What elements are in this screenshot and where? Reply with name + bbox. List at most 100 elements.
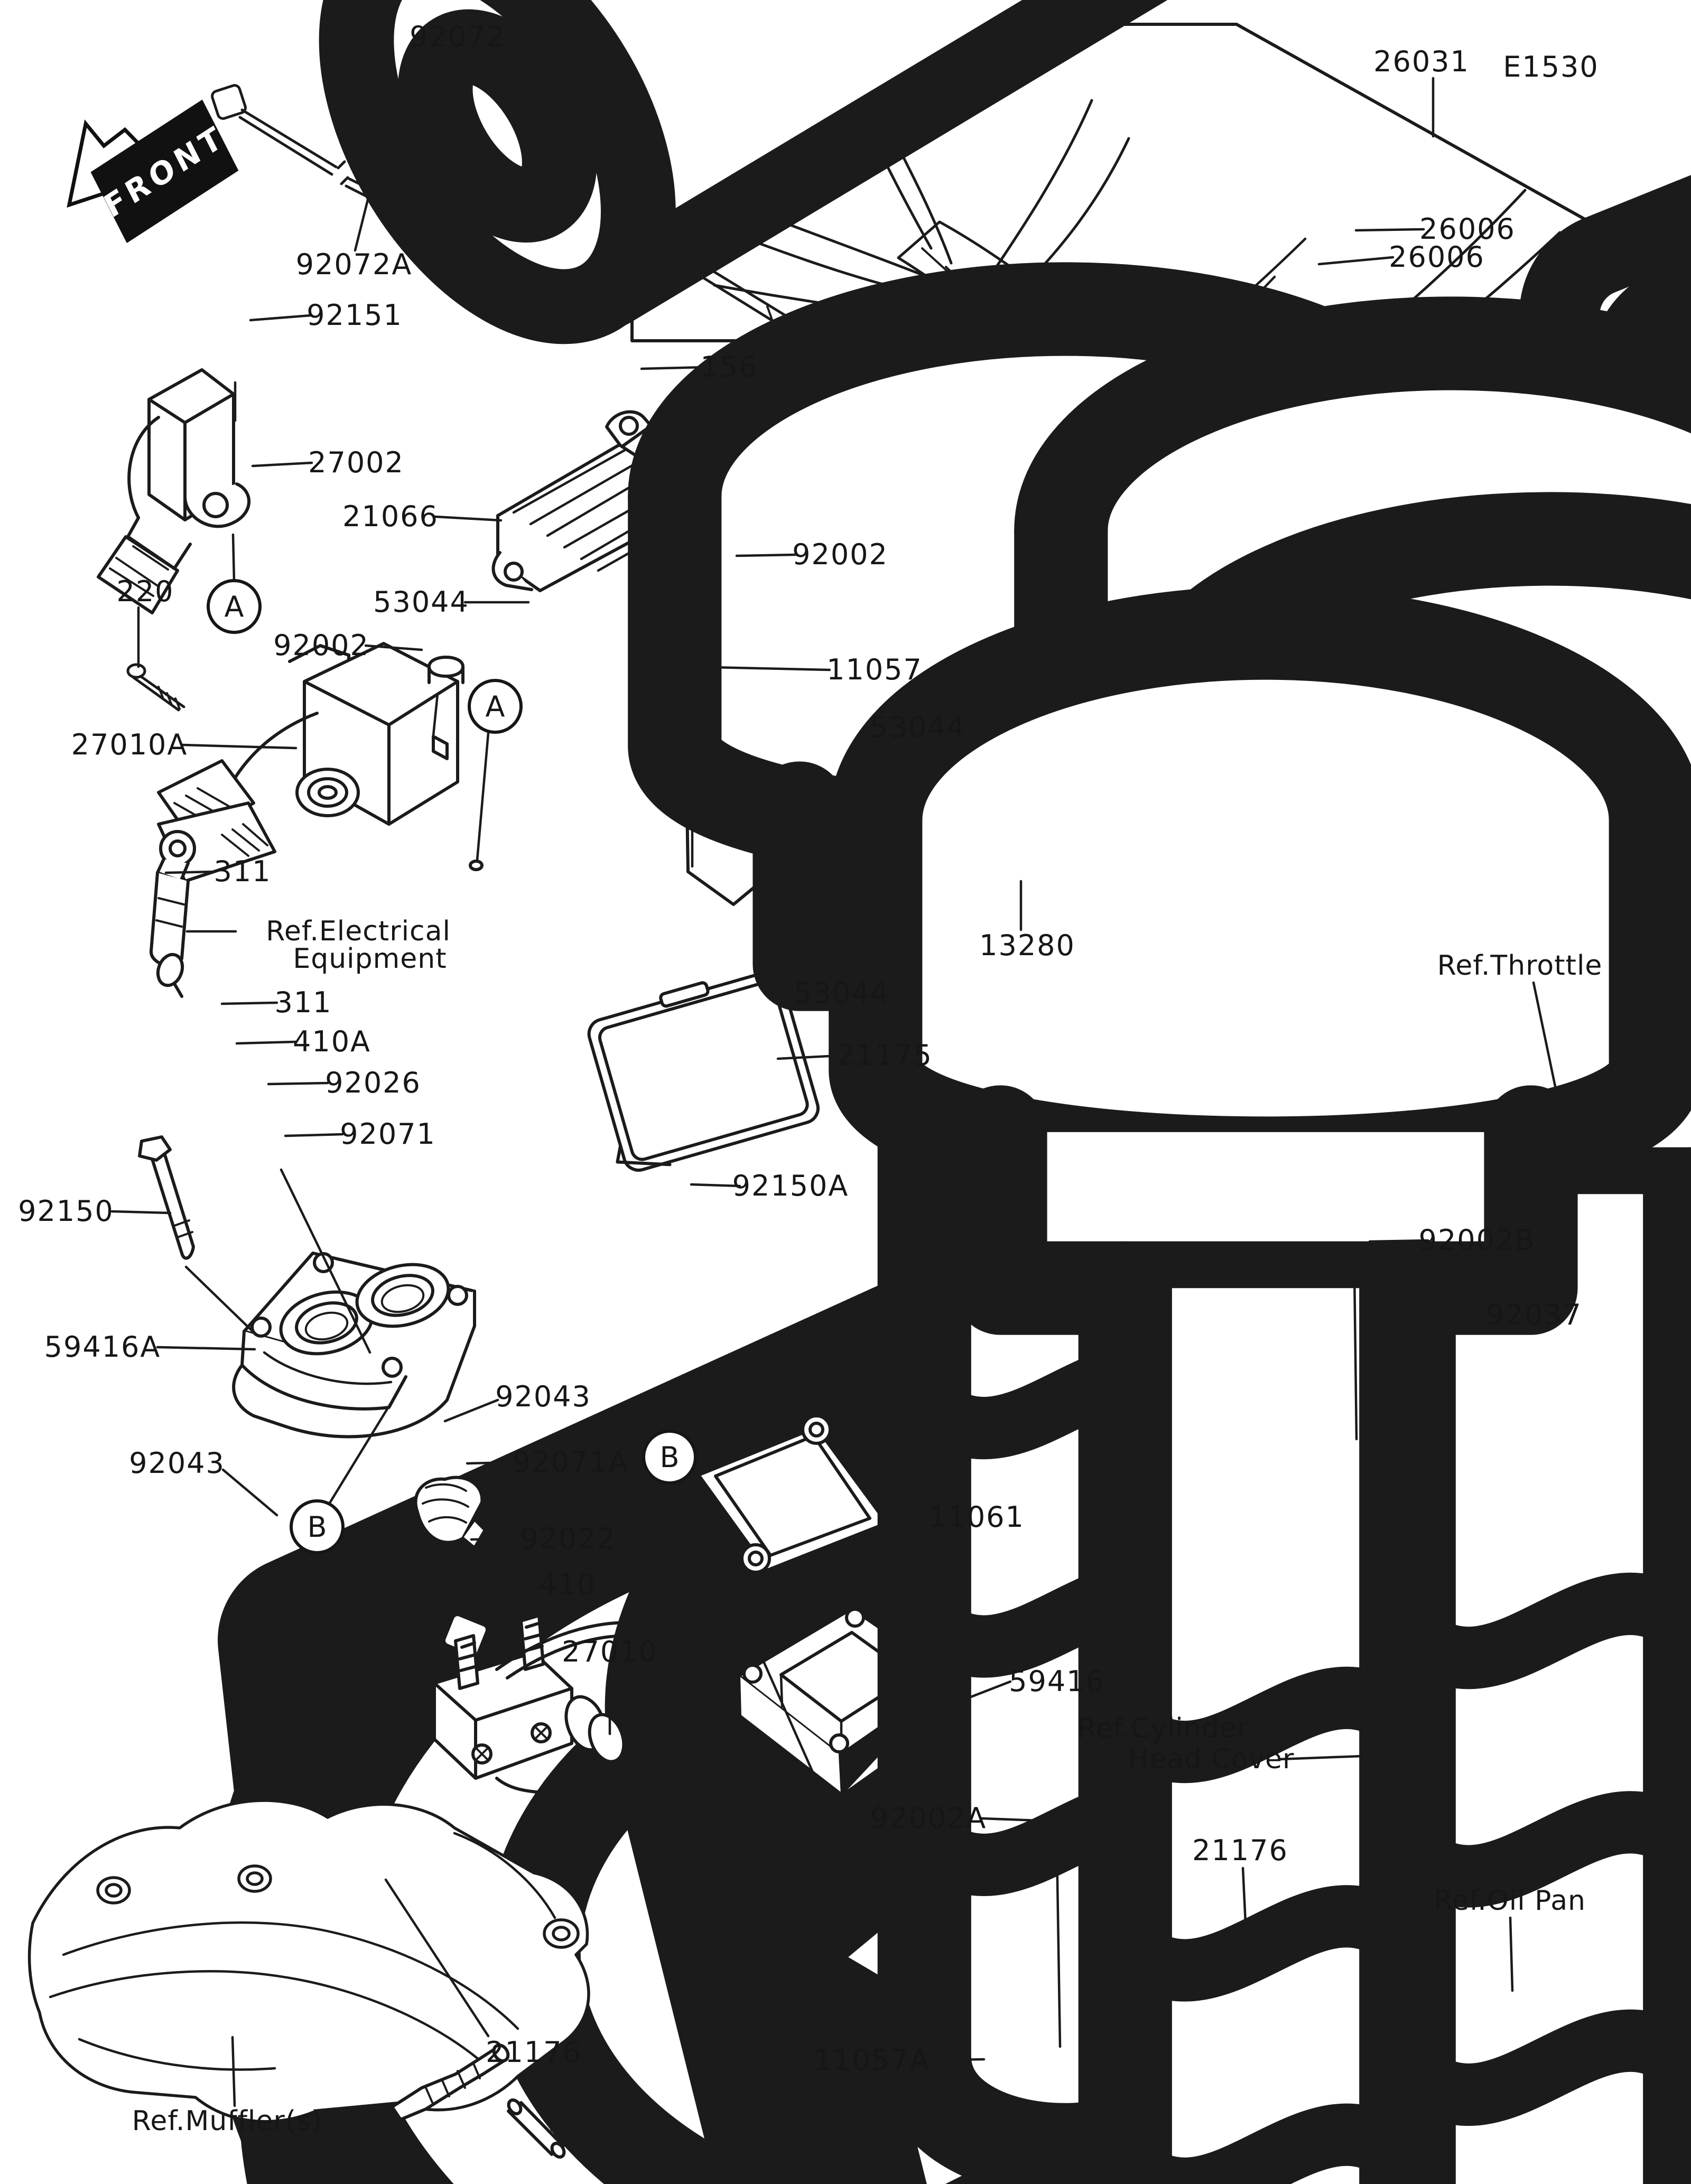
leader-line [231, 533, 236, 583]
leader-line [156, 1346, 256, 1351]
leader-line [1241, 1866, 1248, 1936]
leader-line [443, 1398, 499, 1423]
part-label-26006: 26006 [1419, 212, 1516, 246]
leader-line [221, 1468, 278, 1517]
part-label-59416A: 59416A [44, 1330, 161, 1364]
leader-line [1532, 981, 1560, 1106]
leader-line [164, 870, 216, 874]
leader-line [917, 2058, 986, 2062]
part-label-27002: 27002 [308, 446, 404, 479]
part-label-53044: 53044 [870, 711, 966, 744]
part-label-53044: 53044 [794, 976, 890, 1010]
leader-line [1368, 1239, 1429, 1243]
leader-line [364, 644, 423, 651]
part-label-Ref-Throttle: Ref.Throttle [1437, 950, 1603, 982]
part-label-26006: 26006 [1389, 240, 1485, 274]
balloon-A-0: A [207, 579, 262, 634]
leader-line [249, 314, 312, 322]
part-label-Ref-Electrical: Ref.Electrical [266, 916, 451, 947]
part-label-53044: 53044 [373, 585, 469, 619]
part-label-Ref-Cylinder: Ref.Cylinder [1077, 1713, 1249, 1744]
part-label-21175: 21175 [837, 1039, 933, 1072]
leader-line [476, 725, 490, 862]
part-label-92002: 92002 [273, 629, 369, 662]
leader-line [280, 1168, 371, 1354]
part-label-311: 311 [213, 855, 272, 888]
small-target-holes [469, 860, 484, 871]
leader-line [701, 603, 721, 648]
leader-line [1277, 1754, 1364, 1761]
part-label-Equipment: Equipment [293, 943, 447, 975]
part-label-E1530: E1530 [1503, 50, 1599, 83]
leader-line [690, 1183, 741, 1188]
balloon-B-3: B [642, 1430, 697, 1485]
adapter-59416A-part [232, 1252, 476, 1439]
cap-92071A-part [414, 1476, 487, 1550]
leader-line [456, 51, 476, 133]
part-label-92022: 92022 [520, 1522, 616, 1555]
part-label-92002: 92002 [792, 538, 888, 571]
leader-line [466, 1461, 515, 1465]
leader-line [1509, 1916, 1514, 1992]
leader-line [640, 366, 705, 370]
part-label-59416: 59416 [1009, 1665, 1105, 1698]
leader-line [267, 1081, 329, 1086]
leader-line [432, 693, 439, 737]
stud-92150-part [138, 1135, 195, 1260]
leader-line [680, 1476, 894, 1952]
part-label-92072: 92072 [410, 20, 506, 53]
part-label-13280: 13280 [979, 929, 1075, 962]
part-label-21176: 21176 [1192, 1834, 1288, 1867]
leader-line [1440, 1313, 1491, 1329]
part-label-92150A: 92150A [732, 1169, 849, 1202]
part-label-92151: 92151 [306, 298, 403, 332]
part-label-92043: 92043 [129, 1446, 225, 1480]
regulator-21066-part [491, 410, 657, 592]
leader-line [480, 1583, 531, 1589]
leader-line [685, 665, 831, 671]
leader-line [181, 743, 298, 750]
part-label-Head-Cover: Head Cover [1128, 1743, 1295, 1775]
sensor-21176-lower-part [391, 2043, 566, 2159]
leader-line [110, 1210, 172, 1215]
part-label-410A: 410A [292, 1025, 371, 1058]
leader-line [235, 1040, 298, 1045]
part-label-27010A: 27010A [71, 728, 188, 761]
leader-line [384, 1878, 490, 2038]
part-label-Ref-Muffler-s-: Ref.Muffler(s) [132, 2105, 323, 2137]
part-label-21066: 21066 [342, 500, 439, 533]
screw-220-part [126, 663, 185, 712]
coil-27010A-part [157, 642, 464, 883]
part-label-92071A: 92071A [512, 1445, 629, 1479]
solenoid-27010-part [433, 1613, 719, 1800]
leader-line [327, 1399, 394, 1506]
part-label-26031: 26031 [1373, 45, 1470, 78]
leader-line [184, 1265, 254, 1333]
leader-line [947, 1680, 1012, 1707]
part-label-220: 220 [116, 575, 174, 608]
leader-line [735, 553, 797, 557]
front-direction-marker: FRONT [30, 51, 285, 301]
leader-line [231, 2036, 236, 2107]
part-label-92071: 92071 [340, 1117, 436, 1151]
part-label-92026: 92026 [325, 1066, 421, 1099]
muffler-ref [27, 1799, 590, 2123]
battery-lead-part [150, 830, 196, 998]
part-label-92043: 92043 [495, 1380, 591, 1413]
balloon-B-2: B [290, 1499, 345, 1554]
leader-line [284, 1133, 344, 1137]
part-label-311: 311 [274, 986, 332, 1019]
part-label-11061: 11061 [928, 1500, 1025, 1534]
leader-line [1317, 256, 1395, 266]
leader-line [434, 515, 503, 522]
part-label-11057A: 11057A [813, 2043, 931, 2077]
leader-line [874, 1516, 933, 1529]
part-label-92002A: 92002A [870, 1802, 987, 1835]
leader-line [220, 1001, 278, 1005]
part-label-410: 410 [538, 1568, 597, 1601]
leader-line [980, 1817, 1039, 1822]
leader-line [776, 1054, 842, 1060]
